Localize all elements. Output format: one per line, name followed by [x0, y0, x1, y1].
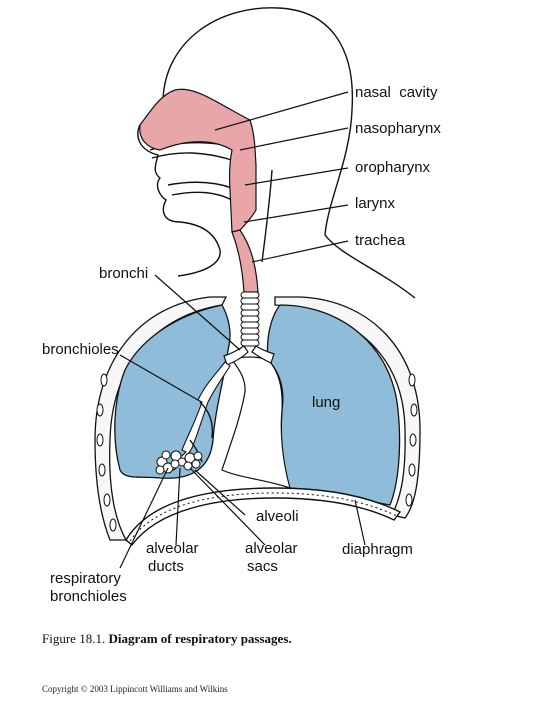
- head-outline: [162, 7, 416, 299]
- chest-wall-right: [274, 296, 421, 519]
- label-larynx: larynx: [355, 195, 396, 212]
- label-diaphragm: diaphragm: [342, 541, 413, 558]
- label-alveolar-ducts-2: ducts: [148, 558, 184, 575]
- label-oropharynx: oropharynx: [355, 159, 431, 176]
- label-bronchioles: bronchioles: [42, 341, 119, 358]
- bronchi-right: [251, 345, 275, 364]
- label-nasopharynx: nasopharynx: [355, 120, 441, 137]
- jaw-line-2: [171, 191, 233, 201]
- label-respiratory-bronchioles-1: respiratory: [50, 570, 121, 587]
- bronchiole-branch-2: [189, 439, 203, 463]
- label-alveolar-sacs-1: alveolar: [245, 540, 298, 557]
- copyright-notice: Copyright © 2003 Lippincott Williams and…: [42, 684, 228, 694]
- bronchiole-branch: [199, 401, 214, 439]
- label-alveoli: alveoli: [256, 508, 299, 525]
- diaphragm: [125, 487, 402, 547]
- label-respiratory-bronchioles-2: bronchioles: [50, 588, 127, 605]
- alveolar-clusters: [155, 450, 203, 475]
- label-alveolar-sacs-2: sacs: [247, 558, 278, 575]
- label-trachea: trachea: [355, 232, 406, 249]
- label-lung: lung: [312, 394, 340, 411]
- rib-marks: [96, 373, 418, 532]
- nasal-cavity-shape: [139, 88, 257, 233]
- face-outline: [137, 99, 221, 277]
- label-nasal-cavity: nasal cavity: [355, 84, 438, 101]
- figure-caption: Figure 18.1. Diagram of respiratory pass…: [42, 631, 292, 647]
- label-bronchi: bronchi: [99, 265, 148, 282]
- neck-outline-back: [261, 169, 273, 263]
- tongue-line: [151, 152, 233, 161]
- caption-title: Diagram of respiratory passages.: [108, 631, 292, 646]
- jaw-line: [167, 181, 233, 189]
- tracheal-rings: [240, 291, 260, 347]
- label-alveolar-ducts-1: alveolar: [146, 540, 199, 557]
- leader-lines: [119, 91, 366, 569]
- caption-prefix: Figure 18.1.: [42, 631, 109, 646]
